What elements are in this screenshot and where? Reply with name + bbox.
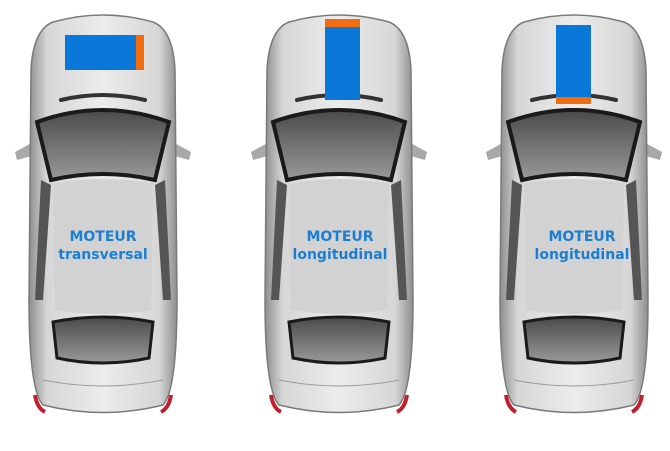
- car-1-label: MOTEUR transversal: [33, 228, 173, 264]
- label-line1: MOTEUR: [69, 229, 137, 245]
- gearbox-block: [325, 19, 360, 27]
- gearbox-block: [556, 97, 591, 104]
- label-line1: MOTEUR: [548, 229, 616, 245]
- label-line2: longitudinal: [534, 247, 630, 263]
- car-2-label: MOTEUR longitudinal: [270, 228, 410, 264]
- engine-block: [325, 27, 360, 100]
- car-3-label: MOTEUR longitudinal: [512, 228, 652, 264]
- label-line2: transversal: [58, 247, 148, 263]
- engine-block: [556, 25, 591, 97]
- label-line2: longitudinal: [292, 247, 388, 263]
- label-line1: MOTEUR: [306, 229, 374, 245]
- car-1: [13, 13, 193, 415]
- engine-block: [65, 35, 136, 70]
- gearbox-block: [136, 35, 144, 70]
